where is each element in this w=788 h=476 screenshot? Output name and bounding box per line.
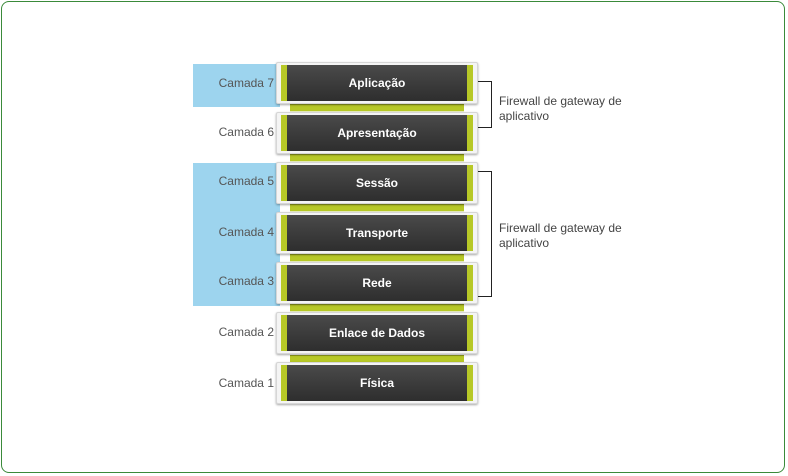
layer-label-5: Camada 5 bbox=[218, 174, 274, 188]
highlight-layers-5-3 bbox=[193, 163, 280, 306]
layer-block-session: Sessão bbox=[276, 162, 478, 204]
bracket-middle bbox=[478, 171, 492, 297]
layer-block-physical: Física bbox=[276, 362, 478, 404]
layer-block-data-link: Enlace de Dados bbox=[276, 312, 478, 354]
layer-block-transport: Transporte bbox=[276, 212, 478, 254]
layer-label-4: Camada 4 bbox=[218, 225, 274, 239]
layer-label-1: Camada 1 bbox=[218, 376, 274, 390]
layer-label-3: Camada 3 bbox=[218, 274, 274, 288]
connector bbox=[290, 104, 464, 112]
layer-name: Enlace de Dados bbox=[328, 326, 426, 340]
layer-name: Rede bbox=[362, 276, 392, 290]
bracket-label-middle: Firewall de gateway de aplicativo bbox=[499, 221, 622, 250]
layer-label-6: Camada 6 bbox=[218, 125, 274, 139]
connector bbox=[290, 204, 464, 212]
layer-name: Apresentação bbox=[337, 126, 417, 140]
layer-block-presentation: Apresentação bbox=[276, 112, 478, 154]
bracket-label-top: Firewall de gateway de aplicativo bbox=[499, 94, 622, 123]
bracket-top bbox=[478, 81, 492, 128]
connector bbox=[290, 304, 464, 312]
layer-block-application: Aplicação bbox=[276, 62, 478, 104]
connector bbox=[290, 154, 464, 162]
layer-name: Física bbox=[359, 376, 395, 390]
layer-name: Sessão bbox=[355, 176, 399, 190]
layer-label-7: Camada 7 bbox=[218, 76, 274, 90]
layer-name: Transporte bbox=[345, 226, 408, 240]
connector bbox=[290, 254, 464, 262]
layer-block-network: Rede bbox=[276, 262, 478, 304]
layer-name: Aplicação bbox=[348, 76, 406, 90]
layer-label-2: Camada 2 bbox=[218, 325, 274, 339]
highlight-layer-7 bbox=[193, 64, 280, 107]
